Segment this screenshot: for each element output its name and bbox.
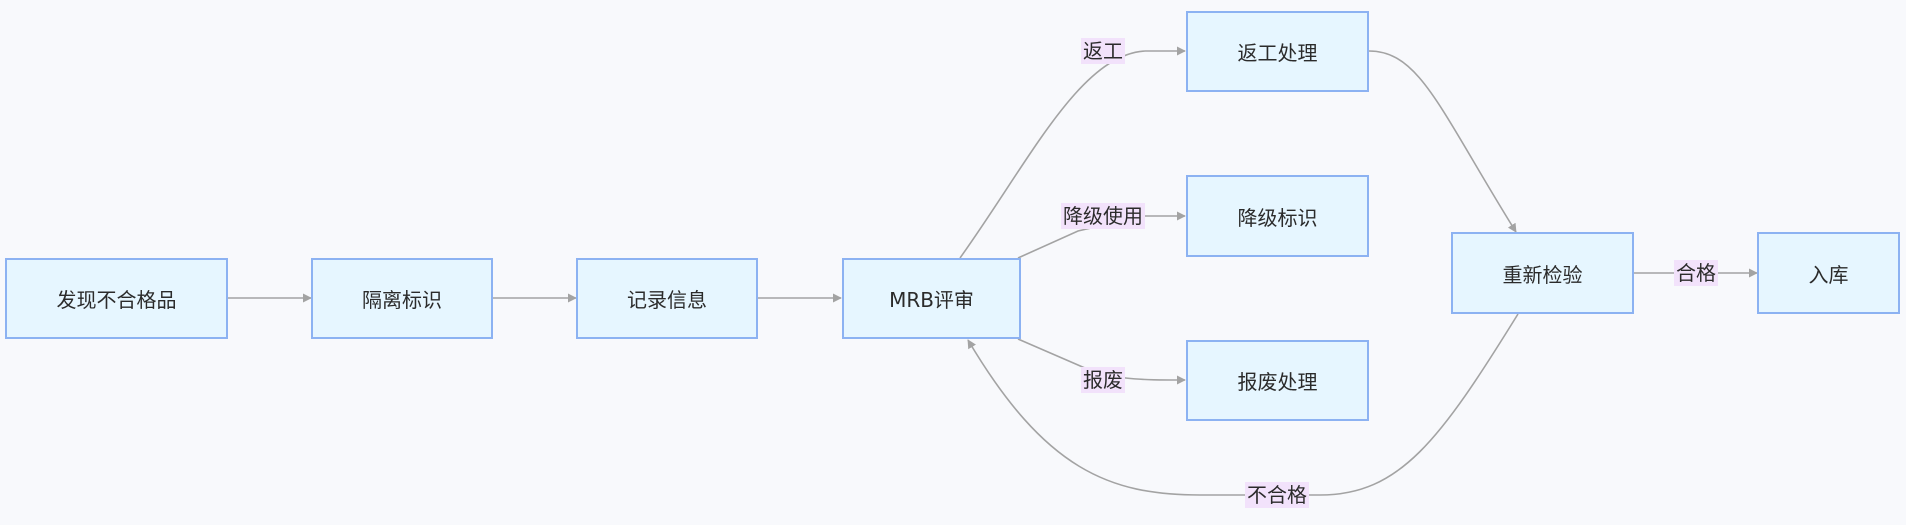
node-discover: 发现不合格品 xyxy=(5,258,228,339)
node-stock: 入库 xyxy=(1757,232,1900,314)
edge-label-fail: 不合格 xyxy=(1245,482,1309,508)
node-scrap: 报废处理 xyxy=(1186,340,1369,421)
edge-label-rework: 返工 xyxy=(1081,38,1125,64)
node-isolate: 隔离标识 xyxy=(311,258,493,339)
node-mrb-review: MRB评审 xyxy=(842,258,1021,339)
node-downgrade: 降级标识 xyxy=(1186,175,1369,257)
node-reinspect: 重新检验 xyxy=(1451,232,1634,314)
edge-rework-to-reinspect xyxy=(1368,50,1517,233)
edge-mrb-to-rework xyxy=(959,46,1186,259)
edge-label-downgrade: 降级使用 xyxy=(1061,203,1145,229)
edge-label-pass: 合格 xyxy=(1674,260,1718,286)
node-record: 记录信息 xyxy=(576,258,758,339)
edge-label-scrap: 报废 xyxy=(1081,367,1125,393)
node-rework: 返工处理 xyxy=(1186,11,1369,92)
